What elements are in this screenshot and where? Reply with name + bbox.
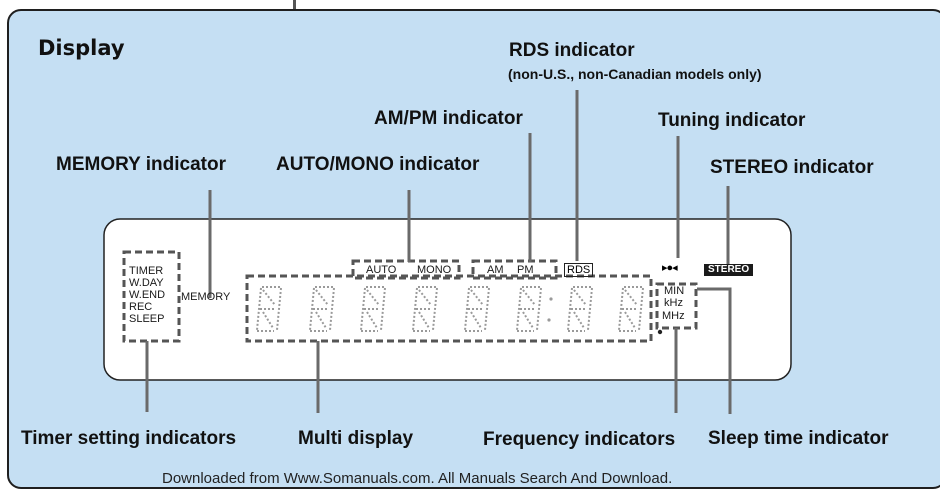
timer-item: REC: [129, 301, 153, 313]
digit-8: [618, 286, 644, 332]
digit-6: [516, 286, 542, 332]
timer-indicators-box: [122, 250, 181, 343]
am-indicator-text: AM: [487, 264, 504, 276]
top-tick-line: [293, 0, 296, 10]
timer-indicator-list: TIMER W.DAY W.END REC SLEEP: [129, 265, 165, 325]
digit-5: [464, 286, 490, 332]
label-multi-display: Multi display: [298, 428, 414, 449]
min-indicator-text: MIN: [664, 285, 685, 297]
label-timer-setting-indicators: Timer setting indicators: [21, 428, 237, 449]
label-sleep-time-indicator: Sleep time indicator: [708, 428, 889, 449]
label-ampm-indicator: AM/PM indicator: [374, 108, 523, 129]
timer-item: W.DAY: [129, 277, 164, 289]
label-rds-indicator: RDS indicator: [509, 40, 635, 61]
tuning-indicator-icon: ▸●◂: [662, 262, 678, 274]
diagram-title: Display: [38, 36, 125, 60]
khz-indicator-text: kHz: [664, 297, 683, 309]
digit-3: [360, 286, 386, 332]
mono-indicator-text: MONO: [417, 264, 452, 276]
diagram-lines-svg: [103, 90, 792, 414]
label-automono-indicator: AUTO/MONO indicator: [276, 154, 480, 175]
mhz-indicator-text: MHz: [662, 310, 685, 322]
label-tuning-indicator: Tuning indicator: [658, 110, 806, 131]
leader-sleep: [697, 287, 732, 414]
stereo-indicator-text: STEREO: [704, 264, 754, 276]
automono-box: [351, 259, 461, 280]
label-memory-indicator: MEMORY indicator: [56, 154, 226, 175]
digit-2: [309, 286, 335, 332]
rds-indicator-text: RDS: [564, 263, 594, 277]
ampm-box: [471, 259, 558, 280]
label-frequency-indicators: Frequency indicators: [483, 429, 676, 450]
colon-dots: [547, 297, 663, 335]
label-stereo-indicator: STEREO indicator: [710, 157, 874, 178]
memory-indicator-text: MEMORY: [181, 291, 231, 303]
timer-item: TIMER: [129, 265, 164, 277]
digit-7: [567, 286, 593, 332]
label-rds-note: (non-U.S., non-Canadian models only): [508, 66, 762, 82]
timer-item: SLEEP: [129, 313, 165, 325]
auto-indicator-text: AUTO: [366, 264, 397, 276]
pm-indicator-text: PM: [517, 264, 534, 276]
multi-display-box: [245, 274, 653, 343]
segment-digits: [256, 286, 644, 332]
timer-item: W.END: [129, 289, 166, 301]
digit-1: [256, 286, 282, 332]
digit-4: [412, 286, 438, 332]
